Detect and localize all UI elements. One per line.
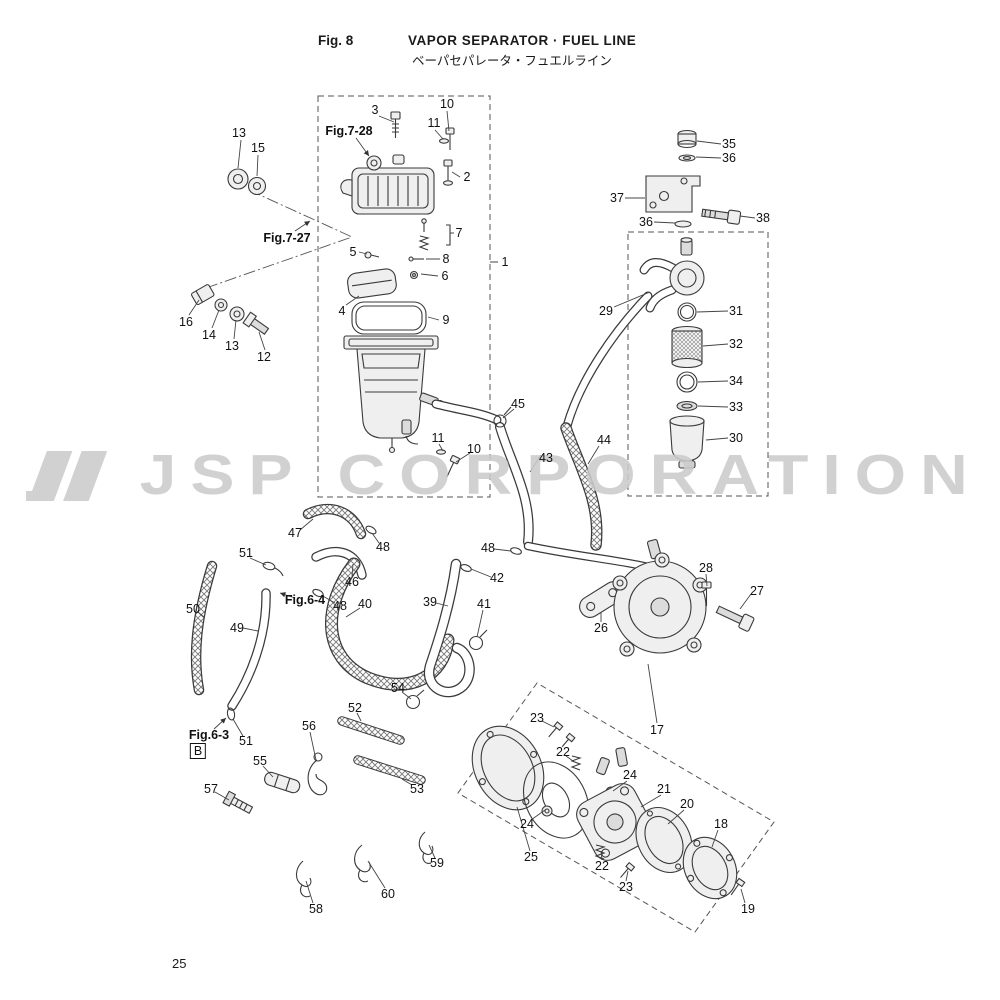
leader-lines: [188, 110, 756, 904]
fuel-pump-upper: [579, 539, 755, 657]
fuel-filter-assembly: [639, 129, 742, 469]
vapor-separator-assembly: [191, 111, 461, 478]
fuel-pump-lower-assembly: [471, 721, 746, 900]
fuel-hoses: [190, 291, 653, 785]
page-number: 25: [172, 956, 187, 971]
page-title: VAPOR SEPARATOR · FUEL LINE: [408, 33, 637, 48]
fittings-and-clips: [222, 752, 434, 898]
figure-reference-arrows: [213, 137, 370, 730]
page-subtitle-japanese: ベーパセパレータ・フュエルライン: [412, 54, 612, 68]
figure-number: Fig. 8: [318, 33, 354, 48]
